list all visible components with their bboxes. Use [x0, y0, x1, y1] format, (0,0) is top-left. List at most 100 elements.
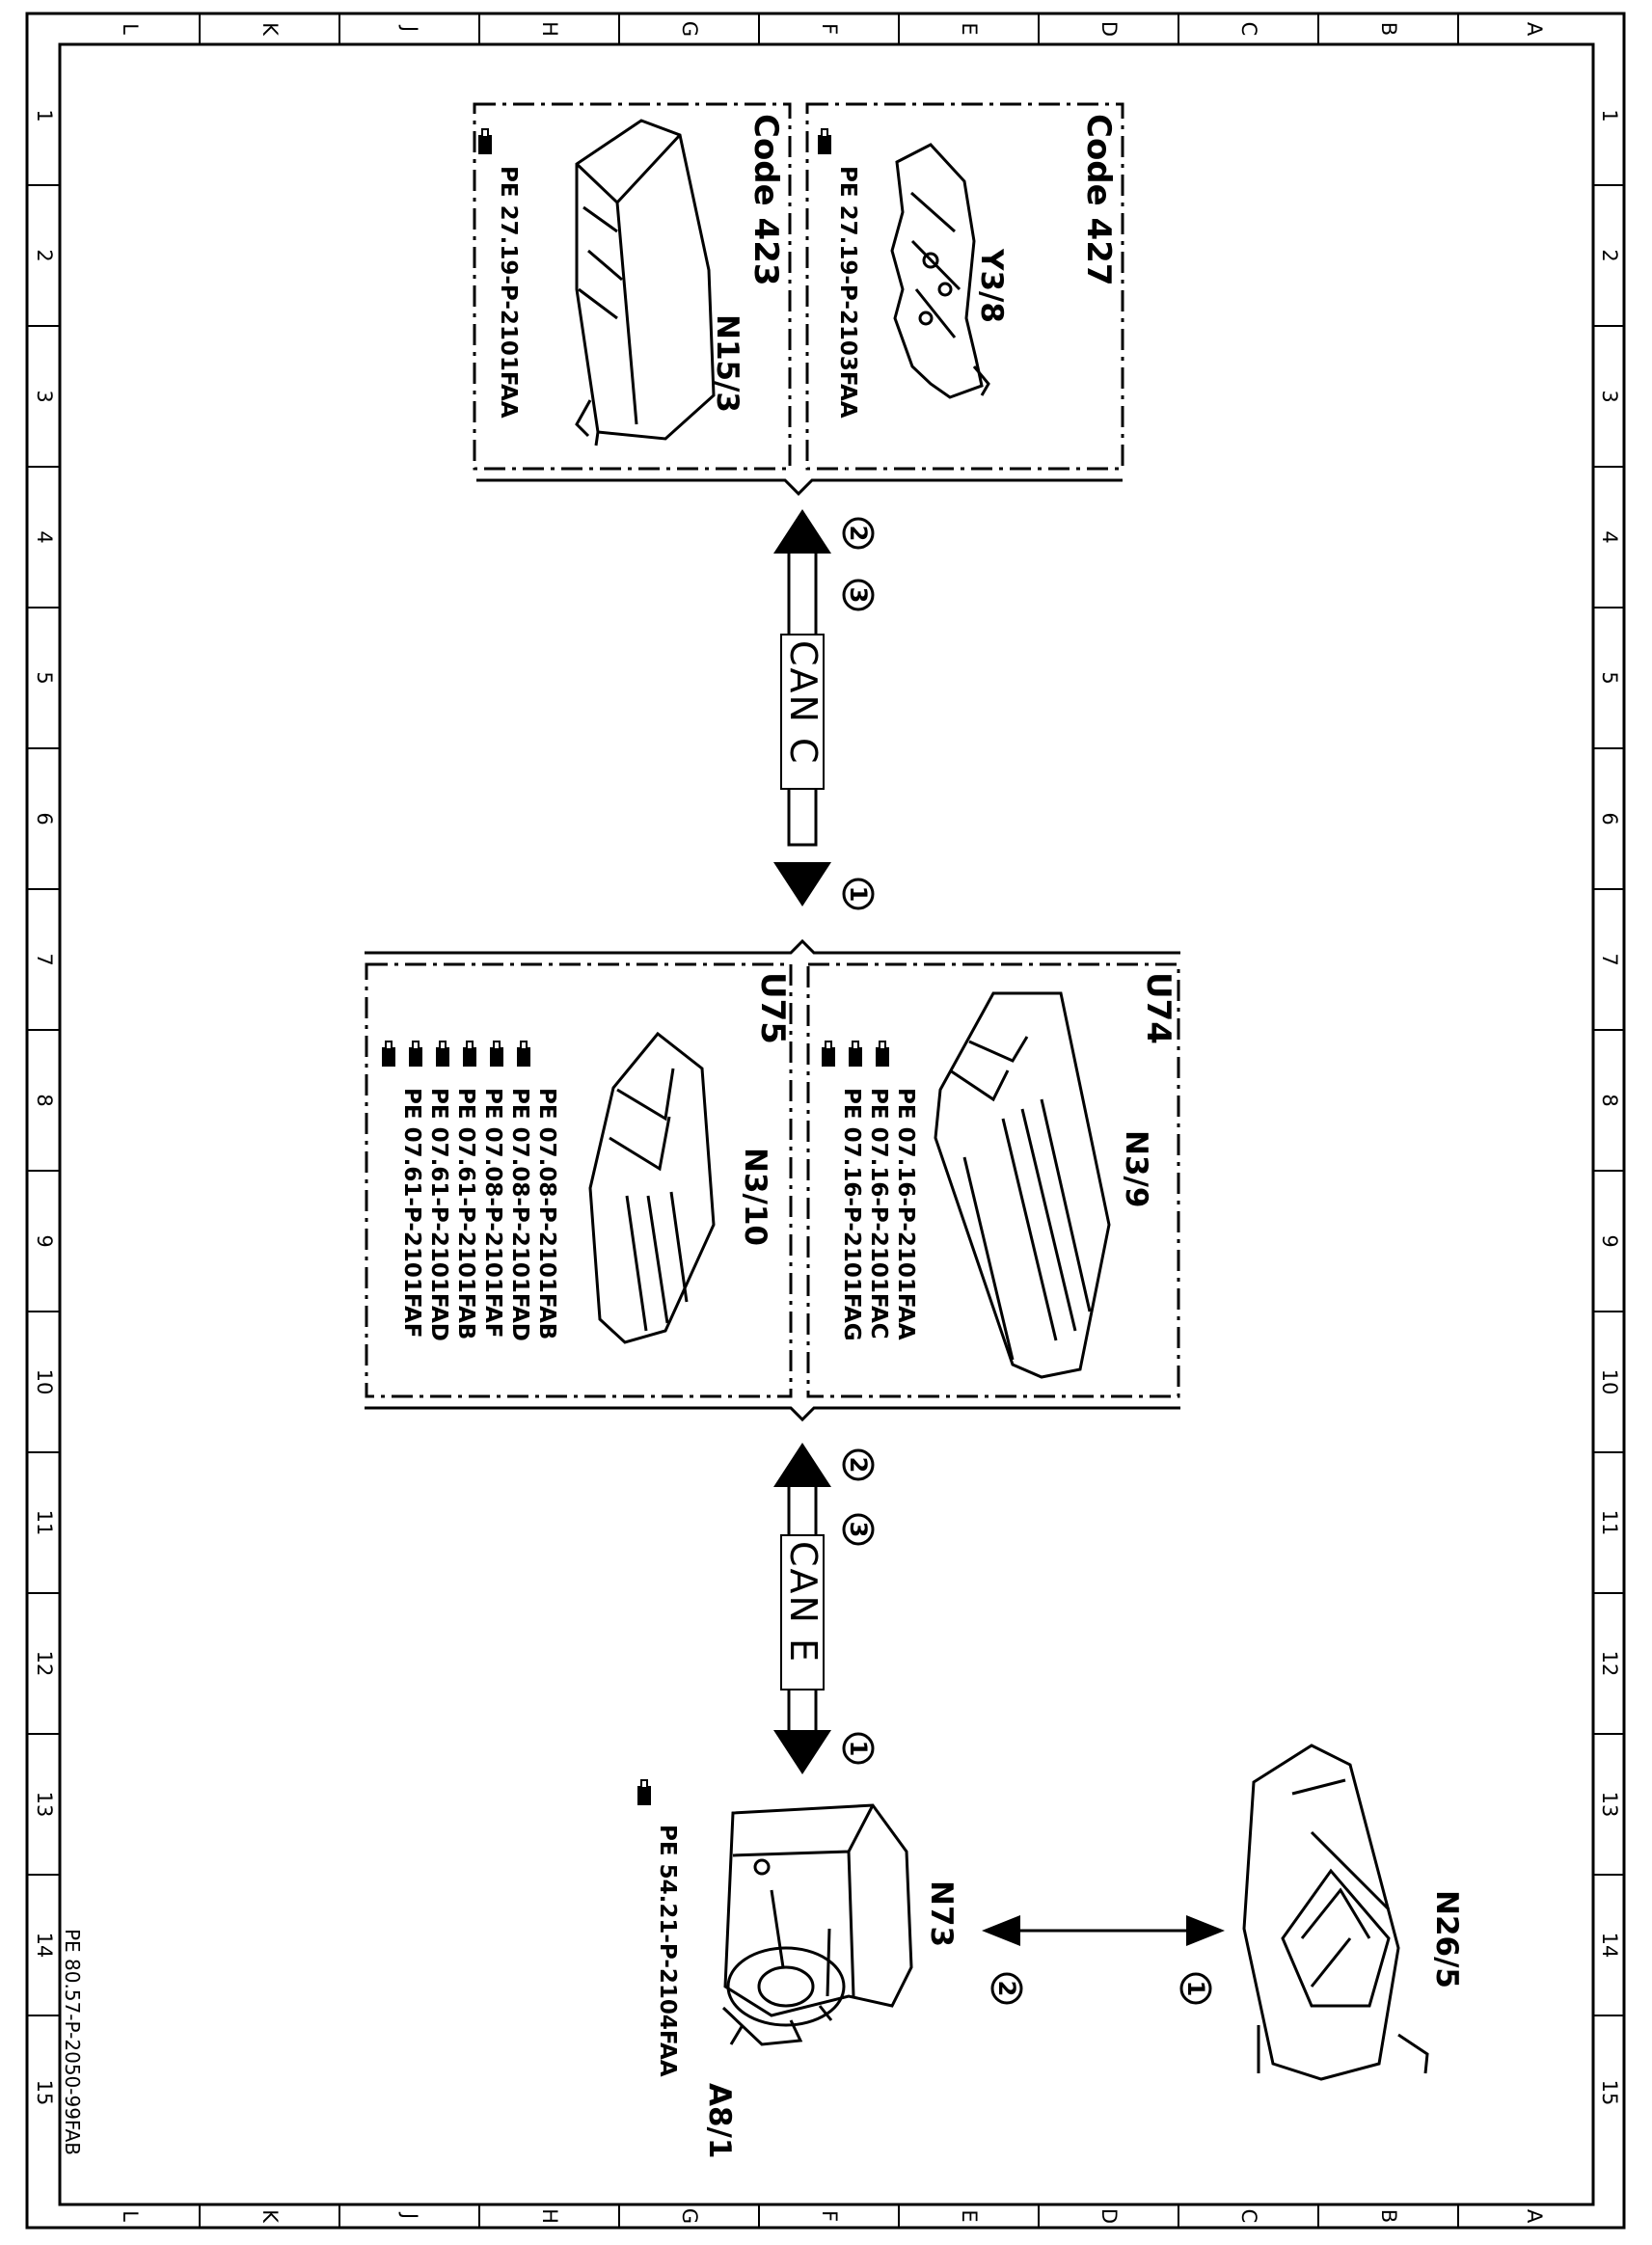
grid-row-label-left: 6	[33, 812, 56, 825]
can-e-bus: CAN E 2 3 1	[773, 1443, 875, 1774]
grid-row-label-left: 3	[33, 390, 56, 402]
grid-col-label-top: A	[1523, 22, 1546, 37]
u75-ref-3: PE 07.08-P-2101FAF	[480, 1088, 505, 1338]
grid-row-label-left: 4	[33, 530, 56, 543]
grid-row-labels: 1 2 3 4 5 6 7 8 9 10 11 12 13 14 15 1 2 …	[33, 109, 1621, 2105]
code423-header: Code 423	[746, 114, 785, 286]
grid-row-label-left: 9	[33, 1234, 56, 1247]
link-marker-left: 2	[993, 1981, 1020, 1997]
can-e-marker-top-a: 2	[845, 1457, 872, 1474]
middle-component-group: U74 N3/9 PE 07.16-P-2101FAA PE 07.16-P-2…	[365, 938, 1180, 1422]
u74-ref-1: PE 07.16-P-2101FAA	[893, 1088, 918, 1340]
grid-row-label-left: 7	[33, 953, 56, 965]
grid-col-label-top: H	[538, 21, 561, 37]
grid-col-label-bottom: D	[1097, 2208, 1121, 2224]
can-e-label: CAN E	[782, 1541, 825, 1663]
u75-header: U75	[753, 972, 792, 1044]
grid-row-label-right: 2	[1598, 249, 1621, 261]
inner-frame	[58, 42, 1595, 2206]
grid-row-label-right: 1	[1598, 109, 1621, 122]
document-reference: PE 80.57-P-2050-99FAB	[61, 1929, 84, 2155]
grid-row-label-left: 1	[33, 109, 56, 122]
u75-box	[365, 962, 793, 1398]
middle-group-bracket-top	[365, 938, 1180, 955]
u75-ref-4: PE 07.61-P-2101FAB	[453, 1088, 478, 1339]
top-group-bracket	[476, 478, 1123, 497]
can-e-arrowhead-up-icon	[773, 1443, 831, 1487]
outer-frame	[25, 12, 1626, 2230]
a81-label: A8/1	[702, 2083, 737, 2158]
grid-col-label-bottom: A	[1523, 2209, 1546, 2224]
grid-row-label-left: 13	[33, 1792, 56, 1818]
n265-module-drawing	[1242, 1744, 1429, 2081]
link-marker-right: 1	[1182, 1981, 1209, 1997]
grid-column-dividers	[199, 14, 1459, 2228]
hand-pointer-icon	[463, 1041, 476, 1067]
grid-col-label-bottom: K	[258, 2209, 282, 2224]
grid-col-label-top: B	[1377, 22, 1400, 36]
grid-row-label-left: 5	[33, 671, 56, 684]
u74-header: U74	[1139, 972, 1178, 1044]
can-c-arrowhead-up-icon	[773, 509, 831, 554]
n39-ecu-drawing	[934, 991, 1111, 1379]
grid-row-label-right: 14	[1598, 1933, 1621, 1959]
can-c-label: CAN C	[782, 640, 825, 766]
can-e-label-box	[780, 1534, 825, 1691]
u74-box	[806, 962, 1180, 1398]
n153-label: N15/3	[710, 314, 745, 413]
lower-component-group: N73 A8/1 PE 54.21-P-2104FAA 2 1 N26/5	[637, 1744, 1464, 2158]
grid-col-label-top: L	[119, 23, 142, 35]
can-e-marker-bottom: 1	[845, 1741, 872, 1757]
grid-col-label-top: D	[1097, 21, 1121, 37]
marker-circle	[990, 1972, 1023, 2005]
u75-ref-1: PE 07.08-P-2101FAB	[534, 1088, 559, 1339]
top-component-group: Code 427 Y3/8 PE 27.19-P-2103FAA Code 42…	[473, 102, 1124, 497]
grid-col-label-bottom: L	[119, 2210, 142, 2222]
y38-ref: PE 27.19-P-2103FAA	[835, 166, 860, 419]
u75-ref-5: PE 07.61-P-2101FAD	[426, 1088, 451, 1341]
grid-row-label-right: 7	[1598, 953, 1621, 965]
u75-ref-2: PE 07.08-P-2101FAD	[507, 1088, 532, 1341]
grid-row-label-right: 6	[1598, 812, 1621, 825]
hand-pointer-icon	[490, 1041, 503, 1067]
hand-pointer-icon	[382, 1041, 395, 1067]
n73-ref: PE 54.21-P-2104FAA	[655, 1825, 680, 2077]
hand-pointer-icon	[409, 1041, 422, 1067]
can-c-bus: CAN C 2 3 1	[773, 509, 875, 910]
grid-col-label-top: K	[258, 22, 282, 37]
can-c-marker-top-b: 3	[845, 587, 872, 604]
grid-row-label-left: 14	[33, 1933, 56, 1959]
grid-row-label-right: 13	[1598, 1792, 1621, 1818]
hand-pointer-icon	[517, 1041, 530, 1067]
grid-row-label-left: 15	[33, 2080, 56, 2106]
marker-circle	[842, 517, 875, 550]
marker-circle	[842, 878, 875, 910]
grid-row-label-left: 11	[33, 1510, 56, 1536]
can-c-marker-top-a: 2	[845, 526, 872, 542]
n310-label: N3/10	[738, 1148, 772, 1246]
grid-col-label-bottom: H	[538, 2208, 561, 2224]
hand-pointer-icon	[478, 128, 492, 154]
grid-row-label-right: 9	[1598, 1234, 1621, 1247]
hand-pointer-icon	[822, 1041, 835, 1067]
can-c-label-box	[780, 634, 825, 790]
u74-ref-2: PE 07.16-P-2101FAC	[866, 1088, 891, 1339]
link-arrowhead-left-icon	[982, 1915, 1020, 1946]
grid-col-label-bottom: E	[958, 2209, 981, 2222]
grid-col-label-bottom: F	[818, 2210, 841, 2222]
grid-col-label-bottom: J	[398, 2211, 421, 2219]
u74-ref-3: PE 07.16-P-2101FAG	[839, 1088, 864, 1341]
grid-col-label-top: J	[398, 24, 421, 32]
n153-control-unit-drawing	[575, 119, 716, 446]
n153-ref: PE 27.19-P-2101FAA	[496, 166, 521, 419]
can-e-marker-top-b: 3	[845, 1522, 872, 1538]
grid-row-label-left: 8	[33, 1094, 56, 1106]
link-arrowhead-right-icon	[1186, 1915, 1225, 1946]
hand-pointer-icon	[876, 1041, 889, 1067]
grid-row-dividers	[27, 184, 1624, 2016]
u75-ref-6: PE 07.61-P-2101FAF	[399, 1088, 424, 1338]
n39-label: N3/9	[1119, 1130, 1153, 1207]
grid-col-label-bottom: B	[1377, 2209, 1400, 2223]
grid-col-label-top: F	[818, 23, 841, 35]
code427-box	[805, 102, 1124, 471]
